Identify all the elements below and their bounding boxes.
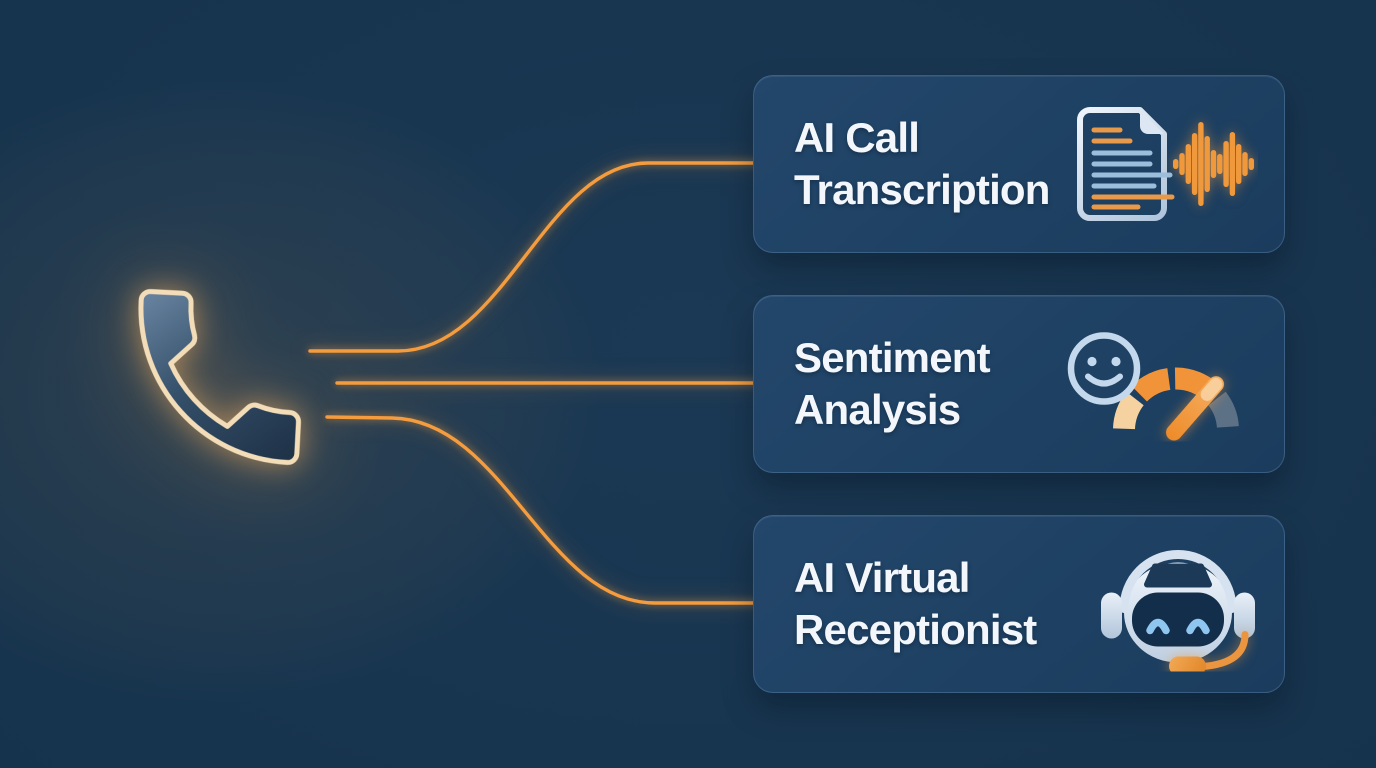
connector-to-receptionist [325, 415, 759, 605]
card-title-line1: AI Virtual [794, 553, 970, 601]
robot-headset-icon [1098, 537, 1258, 676]
feature-cards: AI Call Transcription [753, 75, 1285, 693]
card-ai-virtual-receptionist: AI Virtual Receptionist [753, 515, 1285, 693]
card-title-line2: Analysis [794, 386, 961, 433]
card-title-line1: AI Call [794, 113, 920, 161]
connector-to-transcription [308, 161, 759, 353]
card-title: AI Virtual Receptionist [794, 552, 1037, 656]
card-title: Sentiment Analysis [794, 332, 991, 436]
phone-handset-icon [104, 262, 333, 491]
document-waveform-icon [1068, 104, 1258, 224]
card-title-line2: Transcription [794, 166, 1050, 213]
smiley-gauge-icon [1058, 327, 1258, 442]
card-title: AI Call Transcription [794, 112, 1050, 216]
card-title-line1: Sentiment [794, 333, 991, 381]
card-title-line2: Receptionist [794, 606, 1037, 653]
card-sentiment-analysis: Sentiment Analysis [753, 295, 1285, 473]
card-ai-call-transcription: AI Call Transcription [753, 75, 1285, 253]
